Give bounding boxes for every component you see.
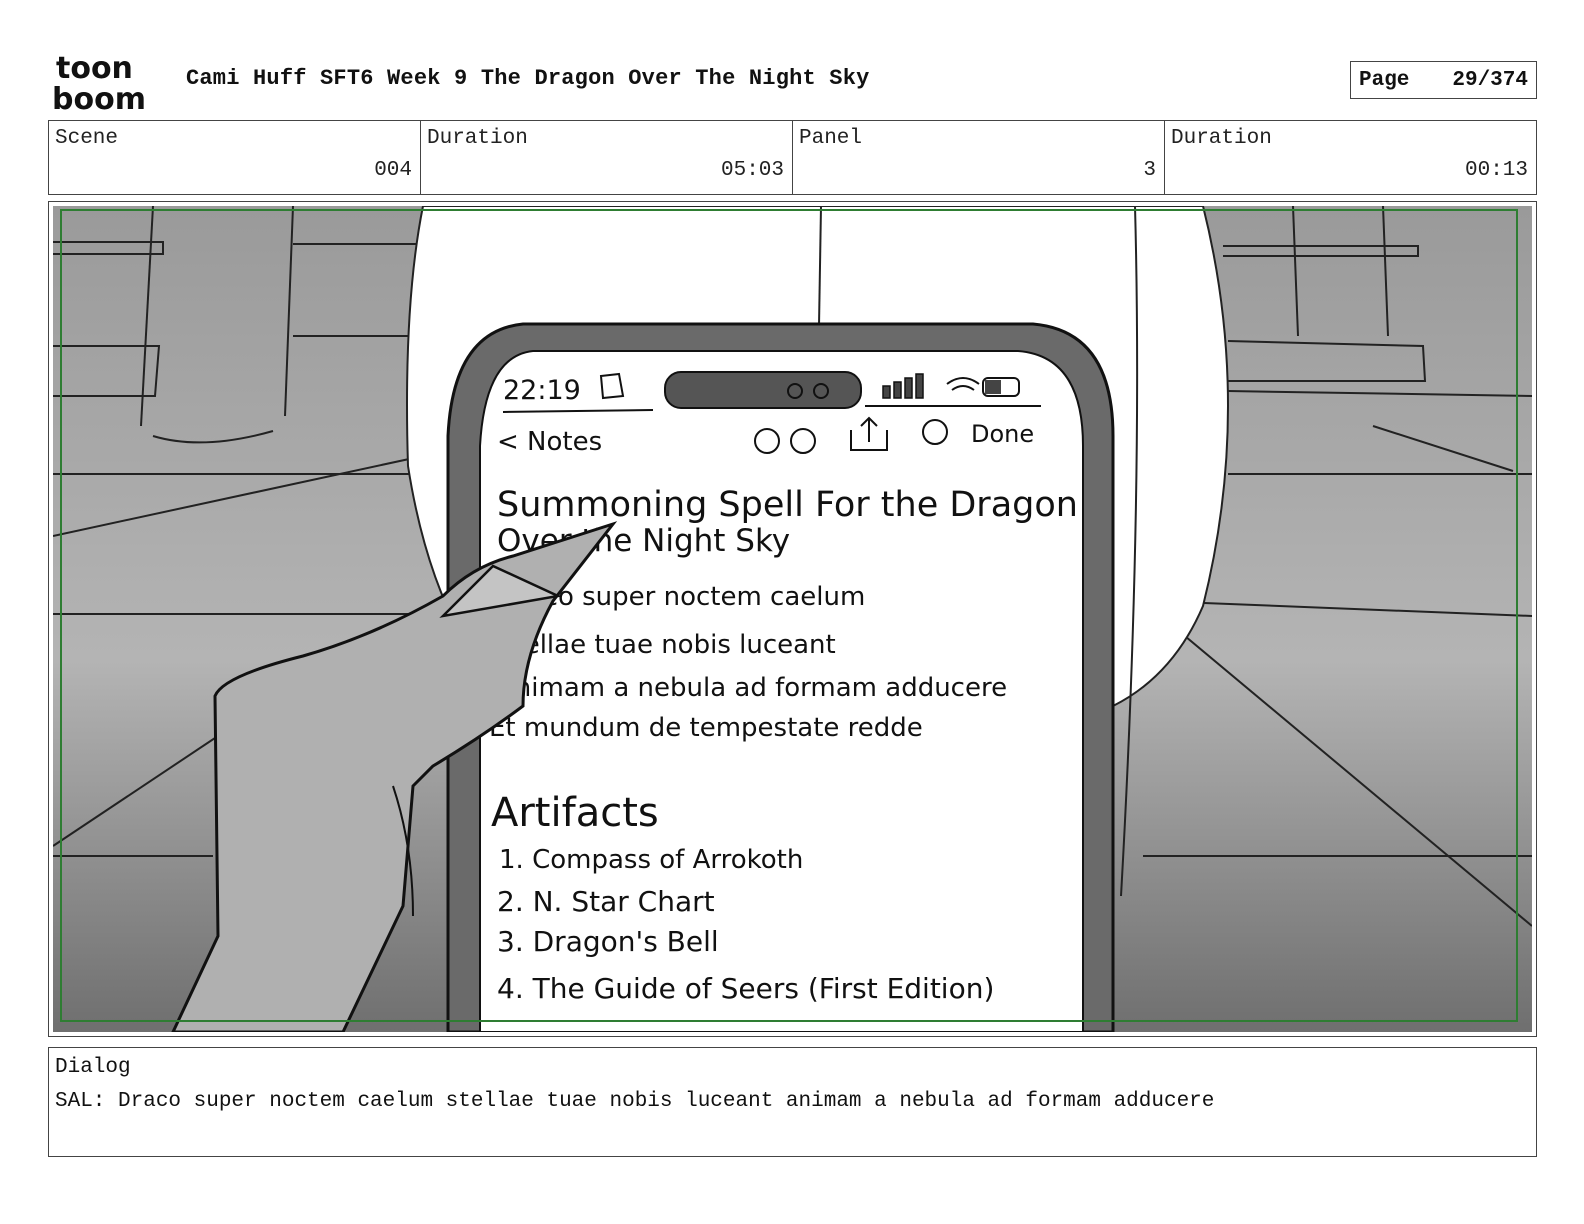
hand-holding-phone — [171, 521, 618, 1032]
scene-duration-value: 05:03 — [720, 159, 784, 182]
spell-line-4: Et mundum de tempestate redde — [489, 713, 923, 743]
artifact-3: 3. Dragon's Bell — [497, 925, 719, 958]
more-options-icon[interactable] — [922, 419, 948, 445]
page-label: Page — [1359, 68, 1410, 92]
artifact-2: 2. N. Star Chart — [497, 885, 715, 918]
alarm-icon — [599, 372, 625, 400]
panel-value: 3 — [1143, 159, 1156, 182]
share-collab-icon[interactable] — [790, 428, 816, 454]
page-indicator: Page 29/374 — [1350, 61, 1537, 99]
phone-screen — [479, 350, 1084, 1032]
artifact-1: 1. Compass of Arrokoth — [499, 845, 803, 875]
dynamic-island — [664, 371, 862, 409]
wifi-icon — [946, 377, 980, 391]
scene-info-bar: Scene 004 Duration 05:03 Panel 3 Duratio… — [48, 120, 1537, 195]
signal-icon — [882, 373, 924, 399]
panel-frame: 22:19 < Notes Done Summoning Spell For t… — [48, 201, 1537, 1037]
panel-duration-label: Duration — [1171, 127, 1272, 150]
page-number: 29/374 — [1452, 68, 1528, 92]
spell-line-2: Stellae tuae nobis luceant — [497, 630, 836, 660]
battery-icon — [982, 377, 1020, 397]
divider-line — [818, 206, 822, 327]
dialog-box: Dialog SAL: Draco super noctem caelum st… — [48, 1047, 1537, 1157]
artifact-4: 4. The Guide of Seers (First Edition) — [497, 972, 994, 1005]
scene-label: Scene — [55, 127, 119, 150]
scene-duration-cell: Duration 05:03 — [421, 121, 793, 194]
scene-duration-label: Duration — [427, 127, 528, 150]
dialog-text: SAL: Draco super noctem caelum stellae t… — [55, 1090, 1215, 1113]
panel-label: Panel — [799, 127, 863, 150]
phone-time: 22:19 — [503, 375, 581, 406]
scene-value: 004 — [374, 159, 412, 182]
notes-back-button[interactable]: < Notes — [497, 427, 602, 457]
thumb-nail — [439, 564, 563, 618]
panel-duration-value: 00:13 — [1464, 159, 1528, 182]
share-icon[interactable] — [850, 416, 888, 451]
scene-cell: Scene 004 — [49, 121, 421, 194]
logo-bottom-text: boom — [52, 82, 146, 112]
panel-duration-cell: Duration 00:13 — [1165, 121, 1536, 194]
panel-cell: Panel 3 — [793, 121, 1165, 194]
panel-drawing: 22:19 < Notes Done Summoning Spell For t… — [53, 206, 1532, 1032]
background-shelves — [53, 206, 1532, 927]
storyboard-title: Cami Huff SFT6 Week 9 The Dragon Over Th… — [186, 66, 870, 91]
artifacts-heading: Artifacts — [491, 790, 659, 836]
toonboom-logo: toon boom — [52, 52, 146, 112]
notes-done-button[interactable]: Done — [971, 420, 1034, 448]
dialog-label: Dialog — [55, 1056, 131, 1079]
logo-top-text: toon — [56, 52, 133, 86]
note-title-line-1: Summoning Spell For the Dragon — [497, 485, 1078, 525]
markup-icon[interactable] — [754, 428, 780, 454]
spell-line-3: Animam a nebula ad formam adducere — [497, 673, 1007, 703]
